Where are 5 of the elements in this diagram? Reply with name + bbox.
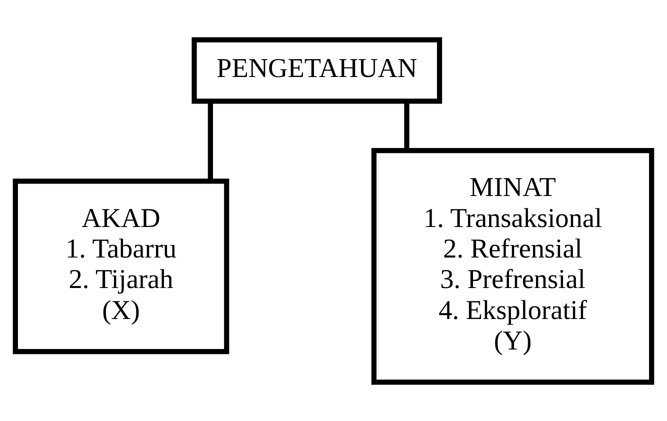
- node-box: AKAD 1. Tabarru 2. Tijarah (X): [12, 178, 230, 354]
- node-box: MINAT 1. Transaksional 2. Refrensial 3. Prefrensial 4. Eksploratif (Y): [371, 147, 654, 384]
- connector: [208, 101, 213, 180]
- node-box: PENGETAHUAN: [192, 36, 442, 104]
- connector: [404, 101, 410, 150]
